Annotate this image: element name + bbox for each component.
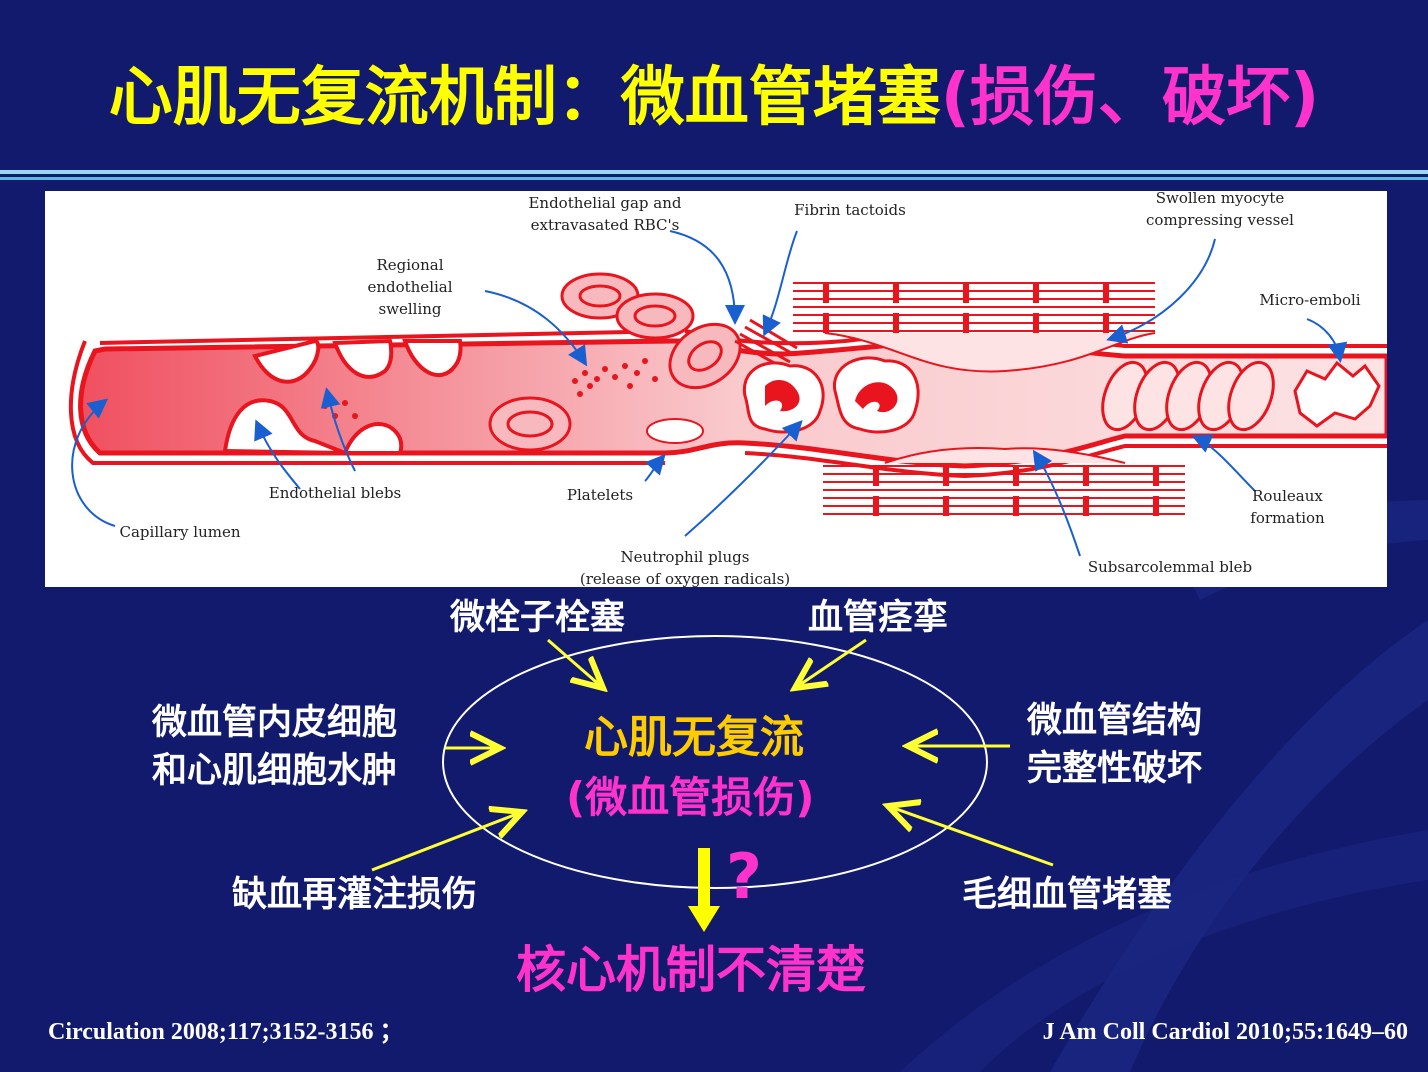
label-micro-emboli: Micro-emboli bbox=[1259, 291, 1361, 309]
platelet-cluster bbox=[646, 418, 704, 444]
label-rouleaux: Rouleaux formation bbox=[1250, 487, 1325, 527]
label-capillary-lumen: Capillary lumen bbox=[119, 523, 241, 541]
myocyte-top-bands bbox=[823, 283, 1109, 333]
title-divider bbox=[0, 170, 1428, 180]
center-subtitle: (微血管损伤) bbox=[566, 773, 815, 822]
label-subsarcolemmal: Subsarcolemmal bleb bbox=[1087, 558, 1253, 576]
title-parenthetical: (损伤、破坏) bbox=[940, 61, 1320, 135]
subsarcolemmal-bleb bbox=[884, 446, 1126, 464]
citation-right: J Am Coll Cardiol 2010;55:1649–60 bbox=[1042, 1019, 1408, 1045]
core-mechanism-unclear: 核心机制不清楚 bbox=[516, 941, 866, 999]
slide-title: 心肌无复流机制：微血管堵塞(损伤、破坏) bbox=[0, 48, 1428, 148]
myocyte-top bbox=[793, 282, 1155, 332]
swollen-myocyte bbox=[824, 332, 1156, 373]
label-endothelial-gap: Endothelial gap and extravasated RBC's bbox=[528, 194, 682, 234]
center-ellipse bbox=[442, 635, 988, 889]
label-regional-swelling: Regional endothelial swelling bbox=[367, 256, 453, 318]
citation-left: Circulation 2008;117;3152-3156 ； bbox=[48, 1019, 404, 1045]
myocyte-bottom bbox=[823, 465, 1185, 515]
red-blood-cells bbox=[488, 272, 742, 452]
down-arrow bbox=[688, 848, 720, 932]
cause-structure-damage: 微血管结构 完整性破坏 bbox=[1027, 701, 1203, 789]
cause-reperfusion: 缺血再灌注损伤 bbox=[232, 875, 478, 915]
capillary-diagram bbox=[68, 230, 1387, 557]
neutrophil-plugs bbox=[742, 356, 920, 434]
label-neutrophil: Neutrophil plugs (release of oxygen radi… bbox=[579, 548, 791, 587]
label-fibrin: Fibrin tactoids bbox=[794, 201, 906, 219]
yellow-arrows bbox=[371, 638, 1054, 872]
title-main: 心肌无复流机制：微血管堵塞 bbox=[108, 61, 941, 135]
cause-vasospasm: 血管痉挛 bbox=[808, 598, 949, 638]
label-swollen-myocyte: Swollen myocyte compressing vessel bbox=[1146, 191, 1294, 229]
cause-edema: 微血管内皮细胞 和心肌细胞水肿 bbox=[152, 703, 398, 791]
label-endothelial-blebs: Endothelial blebs bbox=[268, 484, 402, 502]
pointer-arrows bbox=[71, 230, 1348, 557]
rouleaux bbox=[1101, 360, 1275, 432]
cause-capillary-blockage: 毛细血管堵塞 bbox=[962, 875, 1173, 915]
center-title: 心肌无复流 bbox=[584, 712, 804, 763]
label-platelets: Platelets bbox=[566, 486, 634, 504]
micro-emboli bbox=[1293, 360, 1381, 428]
question-mark: ? bbox=[726, 840, 762, 913]
capillary-diagram-panel: Endothelial gap and extravasated RBC's F… bbox=[45, 191, 1387, 587]
myocyte-bottom-bands bbox=[873, 466, 1159, 516]
cause-microembolism: 微栓子栓塞 bbox=[450, 598, 626, 638]
